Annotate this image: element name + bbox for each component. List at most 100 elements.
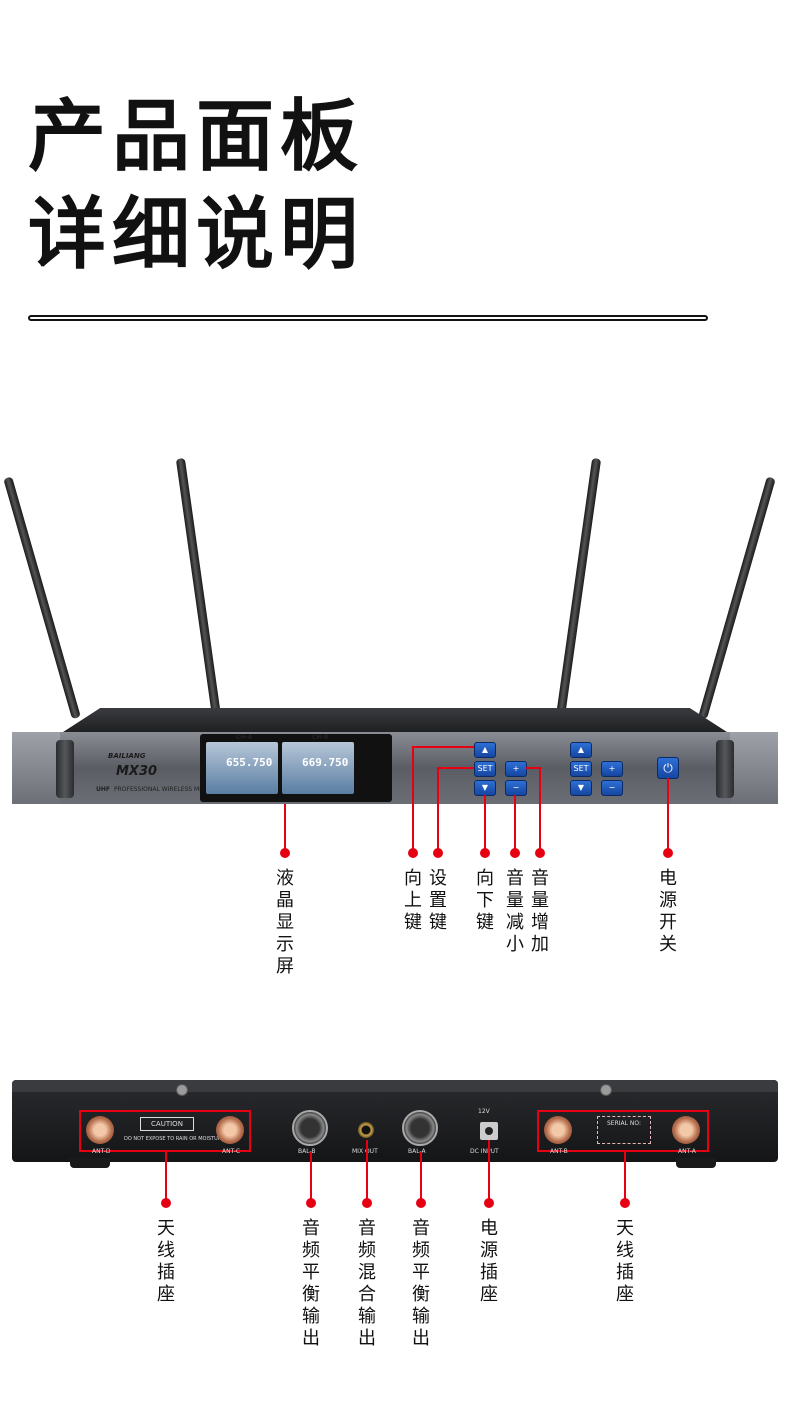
- antenna-1: [3, 476, 81, 720]
- callout-line-up: [412, 746, 414, 852]
- rear-top-strip: [12, 1080, 778, 1092]
- ant-d-connector[interactable]: [86, 1116, 114, 1144]
- callout-dot-ant-right: [620, 1198, 630, 1208]
- label-vol-up: 音量增加: [531, 868, 549, 955]
- callout-dot-up: [408, 848, 418, 858]
- callout-dot-vol-down: [510, 848, 520, 858]
- callout-line-ant-left: [165, 1152, 167, 1202]
- set-button-b[interactable]: SET: [570, 761, 592, 777]
- callout-line-set-h: [437, 767, 474, 769]
- dc-voltage-label: 12V: [478, 1108, 490, 1115]
- antenna-2: [175, 457, 221, 717]
- minus-button-b[interactable]: −: [601, 780, 623, 796]
- receiver-front-panel: [12, 732, 778, 804]
- callout-line-mix: [366, 1140, 368, 1202]
- callout-line-dc: [488, 1140, 490, 1202]
- antenna-3: [556, 457, 602, 717]
- lcd-channel-b: [282, 742, 354, 794]
- callout-line-down: [484, 795, 486, 852]
- title-divider: [28, 315, 708, 321]
- ant-c-connector[interactable]: [216, 1116, 244, 1144]
- label-bal-a: 音频平衡输出: [412, 1218, 430, 1349]
- power-switch[interactable]: ⏻: [657, 757, 679, 779]
- receiver-top: [60, 708, 730, 734]
- rack-ear-right: [730, 732, 778, 804]
- callout-line-up-h: [412, 746, 474, 748]
- bal-b-label: BAL-B: [298, 1148, 316, 1155]
- ant-c-label: ANT-C: [222, 1148, 241, 1155]
- label-bal-b: 音频平衡输出: [302, 1218, 320, 1349]
- dc-input-jack[interactable]: [480, 1122, 498, 1140]
- callout-dot-lcd: [280, 848, 290, 858]
- down-button-a[interactable]: ▼: [474, 780, 496, 796]
- page-title-line-1: 产品面板: [28, 92, 365, 182]
- down-button-b[interactable]: ▼: [570, 780, 592, 796]
- foot-left: [70, 1158, 110, 1168]
- caution-note: DO NOT EXPOSE TO RAIN OR MOISTURE: [124, 1136, 225, 1142]
- handle-right: [716, 740, 734, 798]
- callout-dot-power: [663, 848, 673, 858]
- handle-left: [56, 740, 74, 798]
- ch-b-label: CH-B: [312, 734, 329, 741]
- caution-label: CAUTION: [140, 1117, 194, 1131]
- plus-button-b[interactable]: +: [601, 761, 623, 777]
- callout-dot-down: [480, 848, 490, 858]
- antenna-box-left: [79, 1110, 251, 1152]
- ant-b-connector[interactable]: [544, 1116, 572, 1144]
- callout-dot-bal-b: [306, 1198, 316, 1208]
- ant-a-label: ANT-A: [678, 1148, 696, 1155]
- callout-line-bal-b: [310, 1152, 312, 1202]
- bal-b-xlr-output[interactable]: [292, 1110, 328, 1146]
- label-dc-power: 电源插座: [480, 1218, 498, 1305]
- label-mix: 音频混合输出: [358, 1218, 376, 1349]
- callout-line-vol-up: [539, 767, 541, 852]
- screw-right: [600, 1084, 612, 1096]
- tagline: PROFESSIONAL WIRELESS MICROPHONE: [114, 786, 236, 793]
- label-down: 向下键: [476, 868, 494, 933]
- dc-input-label: DC INPUT: [470, 1148, 499, 1155]
- ch-a-frequency: 655.750: [226, 756, 273, 769]
- foot-right: [676, 1158, 716, 1168]
- callout-dot-dc: [484, 1198, 494, 1208]
- callout-dot-mix: [362, 1198, 372, 1208]
- label-power: 电源开关: [659, 868, 677, 955]
- rack-ear-left: [12, 732, 60, 804]
- label-set: 设置键: [429, 868, 447, 933]
- callout-dot-bal-a: [416, 1198, 426, 1208]
- antenna-box-right: [537, 1110, 709, 1152]
- ch-b-frequency: 669.750: [302, 756, 349, 769]
- minus-button-a[interactable]: −: [505, 780, 527, 796]
- callout-dot-ant-left: [161, 1198, 171, 1208]
- callout-dot-vol-up: [535, 848, 545, 858]
- band-badge: UHF: [96, 786, 110, 793]
- label-lcd: 液晶显示屏: [276, 868, 294, 977]
- mix-out-jack[interactable]: [358, 1122, 374, 1138]
- callout-line-vol-down: [514, 795, 516, 852]
- lcd-channel-a: [206, 742, 278, 794]
- up-button-b[interactable]: ▲: [570, 742, 592, 758]
- callout-line-lcd: [284, 804, 286, 852]
- label-vol-down: 音量减小: [506, 868, 524, 955]
- serial-number-plate: SERIAL NO:: [597, 1116, 651, 1144]
- ant-b-label: ANT-B: [550, 1148, 568, 1155]
- callout-line-vol-up-h: [526, 767, 540, 769]
- bal-a-xlr-output[interactable]: [402, 1110, 438, 1146]
- label-antenna-left: 天线插座: [157, 1218, 175, 1305]
- mix-out-label: MIX OUT: [352, 1148, 378, 1155]
- brand-logo: BAILIANG: [108, 752, 146, 760]
- ant-a-connector[interactable]: [672, 1116, 700, 1144]
- label-up: 向上键: [404, 868, 422, 933]
- label-antenna-right: 天线插座: [616, 1218, 634, 1305]
- page-title-line-2: 详细说明: [28, 190, 365, 280]
- up-button-a[interactable]: ▲: [474, 742, 496, 758]
- callout-dot-set: [433, 848, 443, 858]
- callout-line-bal-a: [420, 1152, 422, 1202]
- set-button-a[interactable]: SET: [474, 761, 496, 777]
- screw-left: [176, 1084, 188, 1096]
- plus-button-a[interactable]: +: [505, 761, 527, 777]
- bal-a-label: BAL-A: [408, 1148, 426, 1155]
- callout-line-ant-right: [624, 1152, 626, 1202]
- antenna-4: [698, 476, 776, 720]
- ch-a-label: CH-A: [236, 734, 253, 741]
- callout-line-set: [437, 767, 439, 852]
